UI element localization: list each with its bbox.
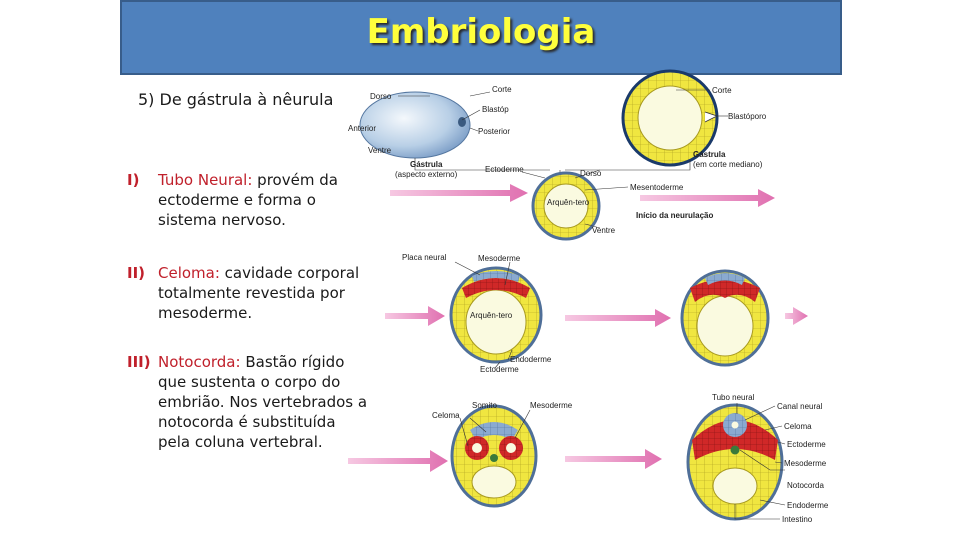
label-ventre: Ventre bbox=[368, 146, 392, 155]
label-mesoderme2: Mesoderme bbox=[530, 401, 573, 410]
label-celoma2: Celoma bbox=[784, 422, 812, 431]
label-arquentero: Arquên-tero bbox=[547, 198, 590, 207]
embryo-somite-stage bbox=[450, 404, 538, 508]
label-mesentoderme: Mesentoderme bbox=[630, 183, 684, 192]
label-corte-right: Corte bbox=[712, 86, 732, 95]
label-inicio-neurulacao: Início da neurulação bbox=[636, 211, 713, 220]
slide-title: Embriologia bbox=[366, 12, 596, 52]
label-gastrula-ext: Gástrula bbox=[410, 160, 443, 169]
item-number: I) bbox=[127, 171, 140, 189]
item-text: cavidade corporal totalmente revestida p… bbox=[158, 264, 360, 322]
label-corte-mediano: (em corte mediano) bbox=[693, 160, 763, 169]
label-mesoderme: Mesoderme bbox=[478, 254, 521, 263]
label-placa-neural: Placa neural bbox=[402, 253, 447, 262]
label-corte: Corte bbox=[492, 85, 512, 94]
label-tubo-neural: Tubo neural bbox=[712, 393, 755, 402]
arrow-right bbox=[390, 184, 528, 202]
label-dorso: Dorso bbox=[370, 92, 392, 101]
label-gastrula-med: Gástrula bbox=[693, 150, 726, 159]
embryo-neural-plate bbox=[449, 261, 543, 369]
item-text: Bastão rígido que sustenta o corpo do em… bbox=[158, 353, 368, 451]
item-term: Celoma: bbox=[158, 264, 220, 282]
title-banner: Embriologia bbox=[120, 0, 842, 75]
label-ectoderme2: Ectoderme bbox=[480, 365, 519, 374]
label-arquentero2: Arquên-tero bbox=[470, 311, 513, 320]
label-notocorda: Notocorda bbox=[787, 481, 824, 490]
label-endoderme2: Endoderme bbox=[787, 501, 829, 510]
label-blastoporo-short: Blastóp bbox=[482, 105, 509, 114]
arrow-right bbox=[565, 449, 662, 469]
arrow-right bbox=[385, 306, 445, 326]
label-canal-neural: Canal neural bbox=[777, 402, 823, 411]
label-intestino: Intestino bbox=[782, 515, 813, 524]
label-blastoporo: Blastóporo bbox=[728, 112, 767, 121]
label-dorso2: Dorso bbox=[580, 169, 602, 178]
item-number: III) bbox=[127, 353, 151, 371]
arrow-right bbox=[565, 309, 671, 327]
arrow-right bbox=[640, 189, 775, 207]
embryo-start-neurulation bbox=[521, 169, 629, 241]
slide-subtitle: 5) De gástrula à nêurula bbox=[138, 90, 334, 109]
arrow-right bbox=[348, 450, 448, 472]
label-somito: Somito bbox=[472, 401, 497, 410]
label-posterior: Posterior bbox=[478, 127, 510, 136]
label-celoma: Celoma bbox=[432, 411, 460, 420]
label-ventre2: Ventre bbox=[592, 226, 616, 235]
embryo-neural-groove bbox=[680, 269, 770, 367]
label-endoderme: Endoderme bbox=[510, 355, 552, 364]
label-ectoderme: Ectoderme bbox=[485, 165, 524, 174]
item-term: Tubo Neural: bbox=[158, 171, 253, 189]
item-number: II) bbox=[127, 264, 146, 282]
label-ectoderme3: Ectoderme bbox=[787, 440, 826, 449]
embryo-neurula bbox=[686, 403, 786, 521]
arrow-right bbox=[785, 307, 808, 325]
label-aspecto-externo: (aspecto externo) bbox=[395, 170, 458, 179]
item-term: Notocorda: bbox=[158, 353, 241, 371]
item-text: provém da ectoderme e forma o sistema ne… bbox=[158, 171, 338, 229]
gastrula-section bbox=[559, 69, 728, 182]
label-mesoderme3: Mesoderme bbox=[784, 459, 827, 468]
gastrula-external bbox=[359, 91, 550, 171]
label-anterior: Anterior bbox=[348, 124, 376, 133]
